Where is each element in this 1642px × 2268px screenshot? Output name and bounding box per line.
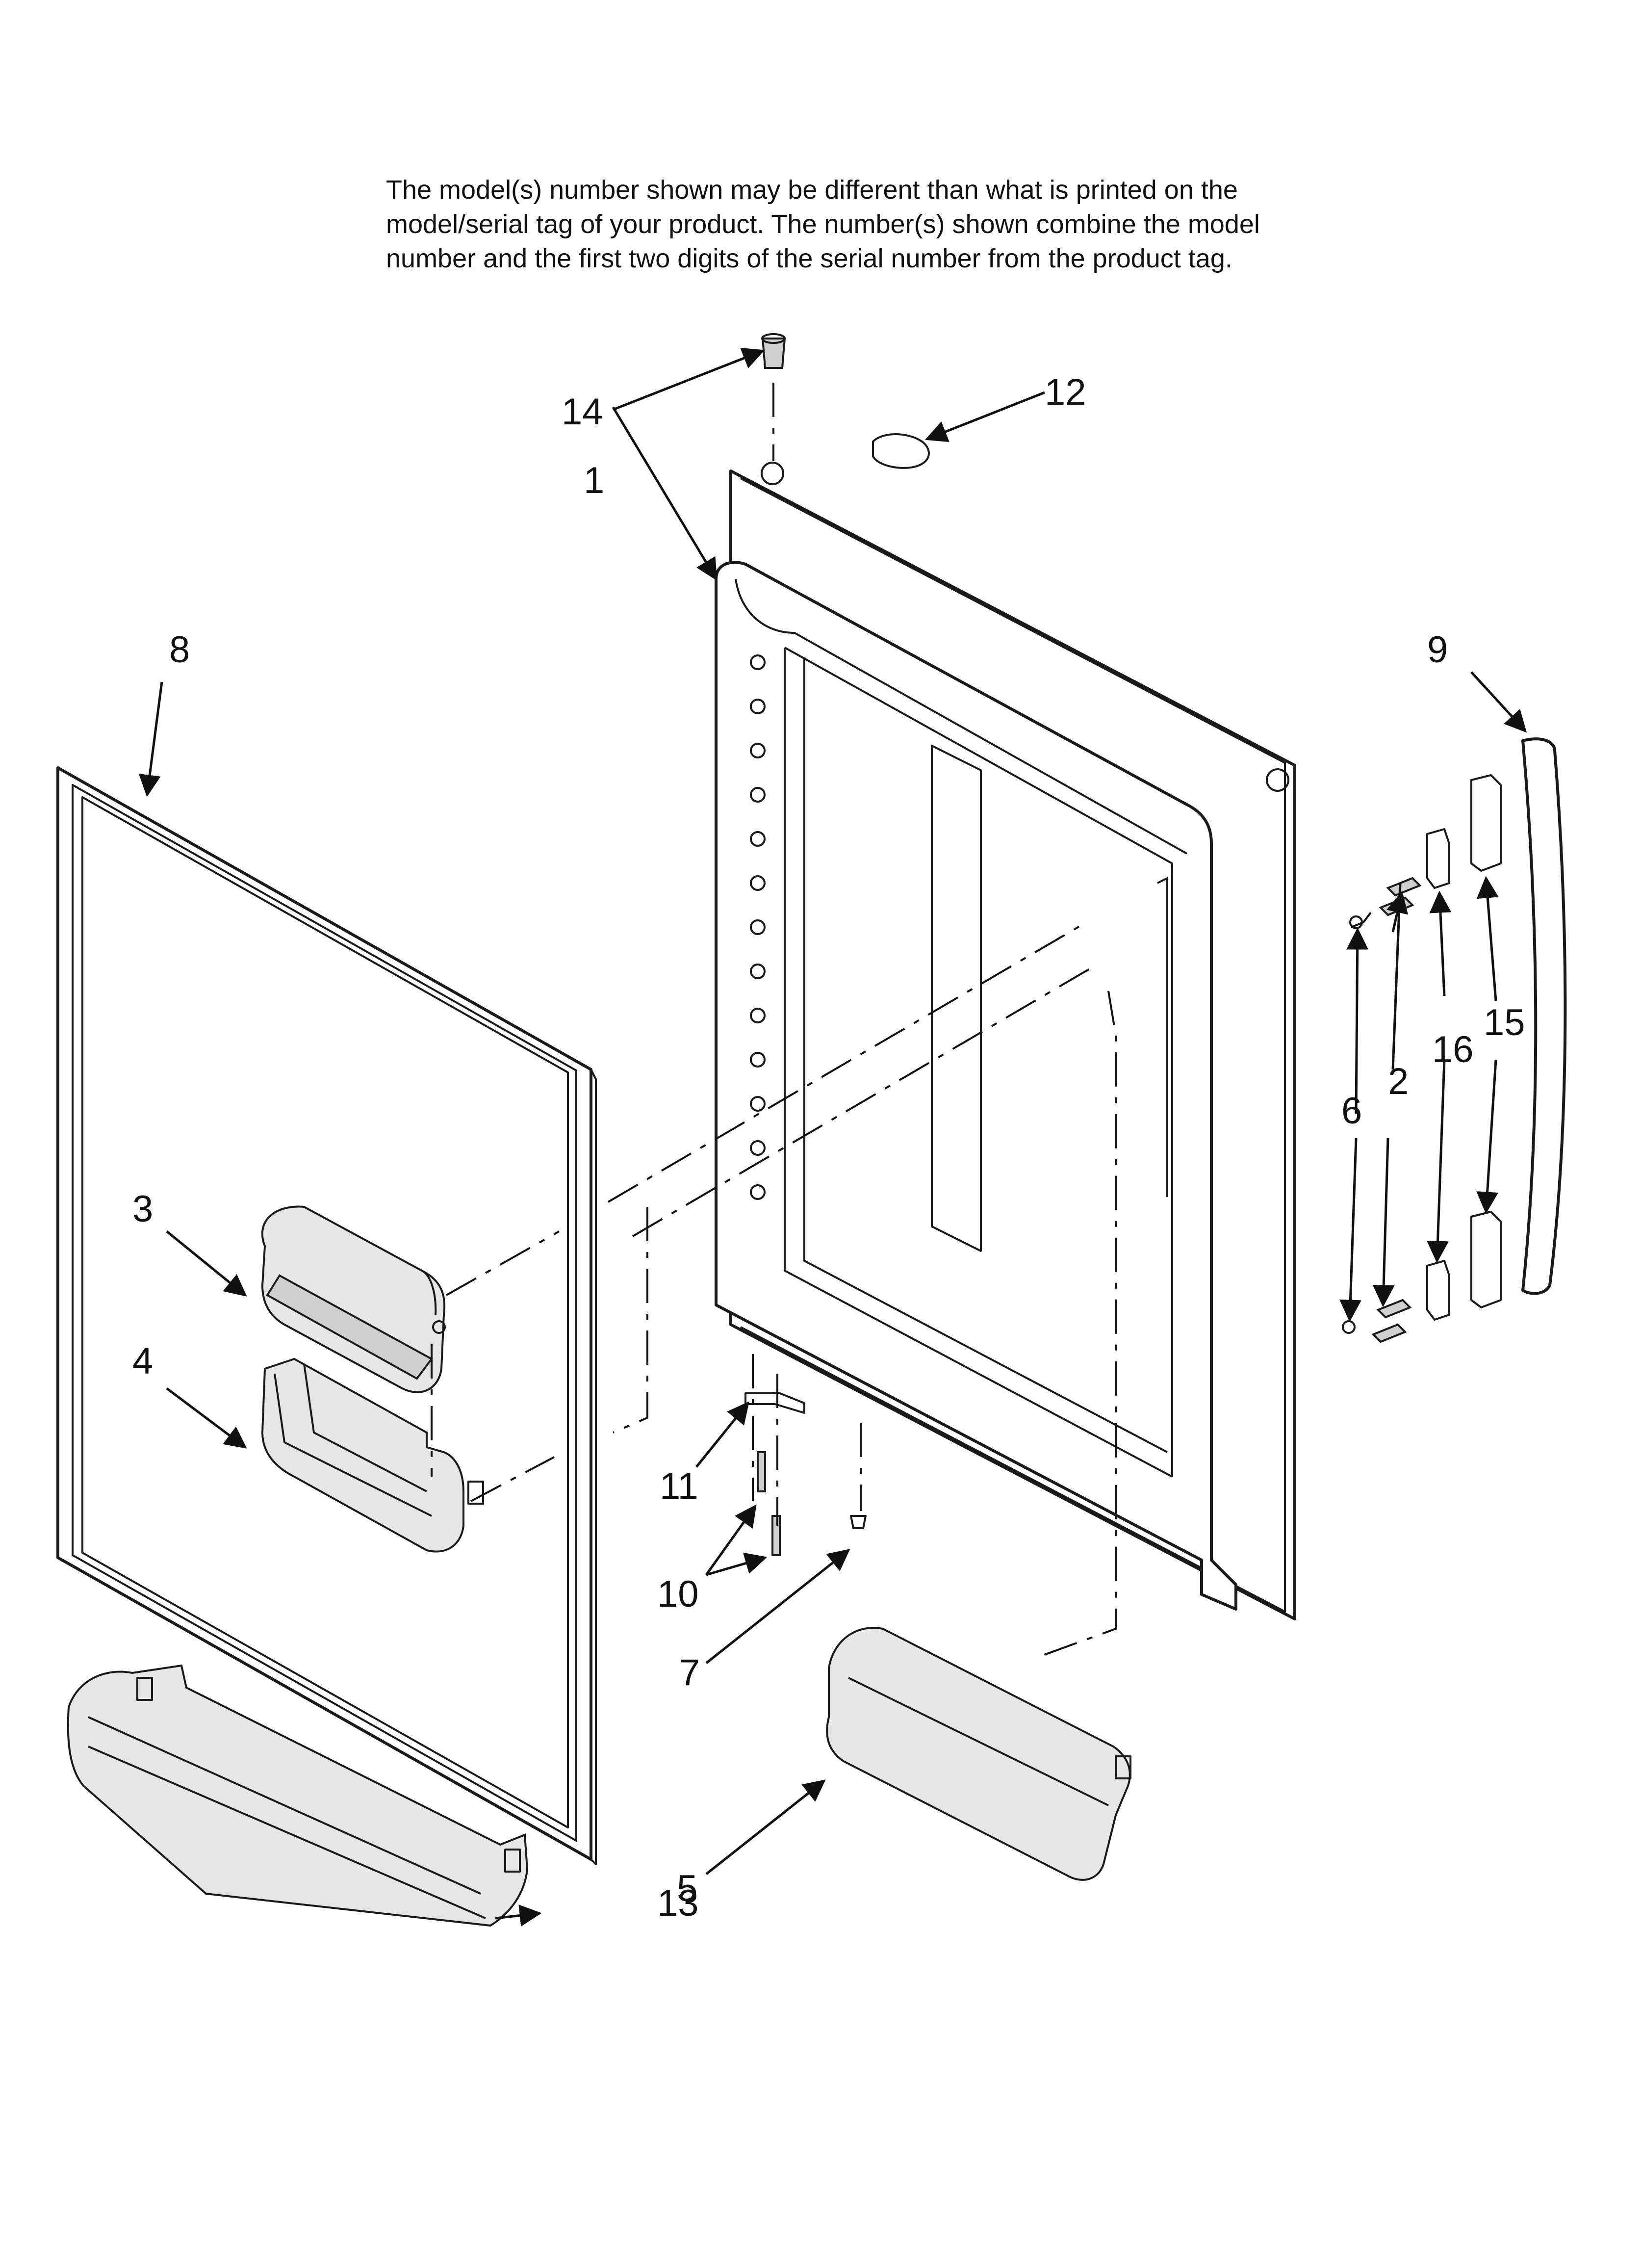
callout-leaders <box>138 347 1527 1927</box>
callout-8: 8 <box>169 629 190 671</box>
alignment-lines <box>431 383 1372 1659</box>
callout-6: 6 <box>1341 1090 1362 1132</box>
part-14-hinge-bushing <box>761 333 786 369</box>
part-11-bracket <box>744 1392 805 1414</box>
part-7-plug <box>850 1515 867 1529</box>
part-5-door-bin <box>826 1627 1131 1881</box>
callout-7: 7 <box>679 1652 700 1694</box>
note-line-3: number and the first two digits of the s… <box>386 244 1232 273</box>
callout-14: 14 <box>562 391 603 433</box>
callout-12: 12 <box>1045 371 1086 413</box>
part-13-lower-bin <box>67 1664 529 1927</box>
callout-4: 4 <box>132 1340 153 1382</box>
callout-15: 15 <box>1484 1002 1525 1043</box>
note-line-2: model/serial tag of your product. The nu… <box>386 209 1260 239</box>
callout-1: 1 <box>584 460 604 501</box>
model-number-note: The model(s) number shown may be differe… <box>386 173 1465 276</box>
callout-3: 3 <box>132 1188 153 1230</box>
callout-2: 2 <box>1388 1061 1409 1102</box>
part-12-hinge-shim <box>872 433 930 469</box>
part-1-door-liner <box>715 462 1296 1620</box>
callout-16: 16 <box>1432 1029 1474 1070</box>
part-9-door-handle <box>1521 737 1567 1295</box>
callout-9: 9 <box>1427 629 1448 671</box>
callout-5: 5 <box>677 1868 697 1909</box>
callout-13: 13 <box>657 1882 699 1924</box>
part-4-dispenser-bin <box>261 1357 484 1553</box>
callout-labels: 1 2 3 4 5 6 7 8 9 10 11 12 13 14 15 16 <box>132 371 1525 1924</box>
callout-11: 11 <box>660 1465 698 1507</box>
note-line-1: The model(s) number shown may be differe… <box>386 175 1238 205</box>
shelf-support-pegs <box>750 654 766 1200</box>
callout-10: 10 <box>657 1573 699 1615</box>
